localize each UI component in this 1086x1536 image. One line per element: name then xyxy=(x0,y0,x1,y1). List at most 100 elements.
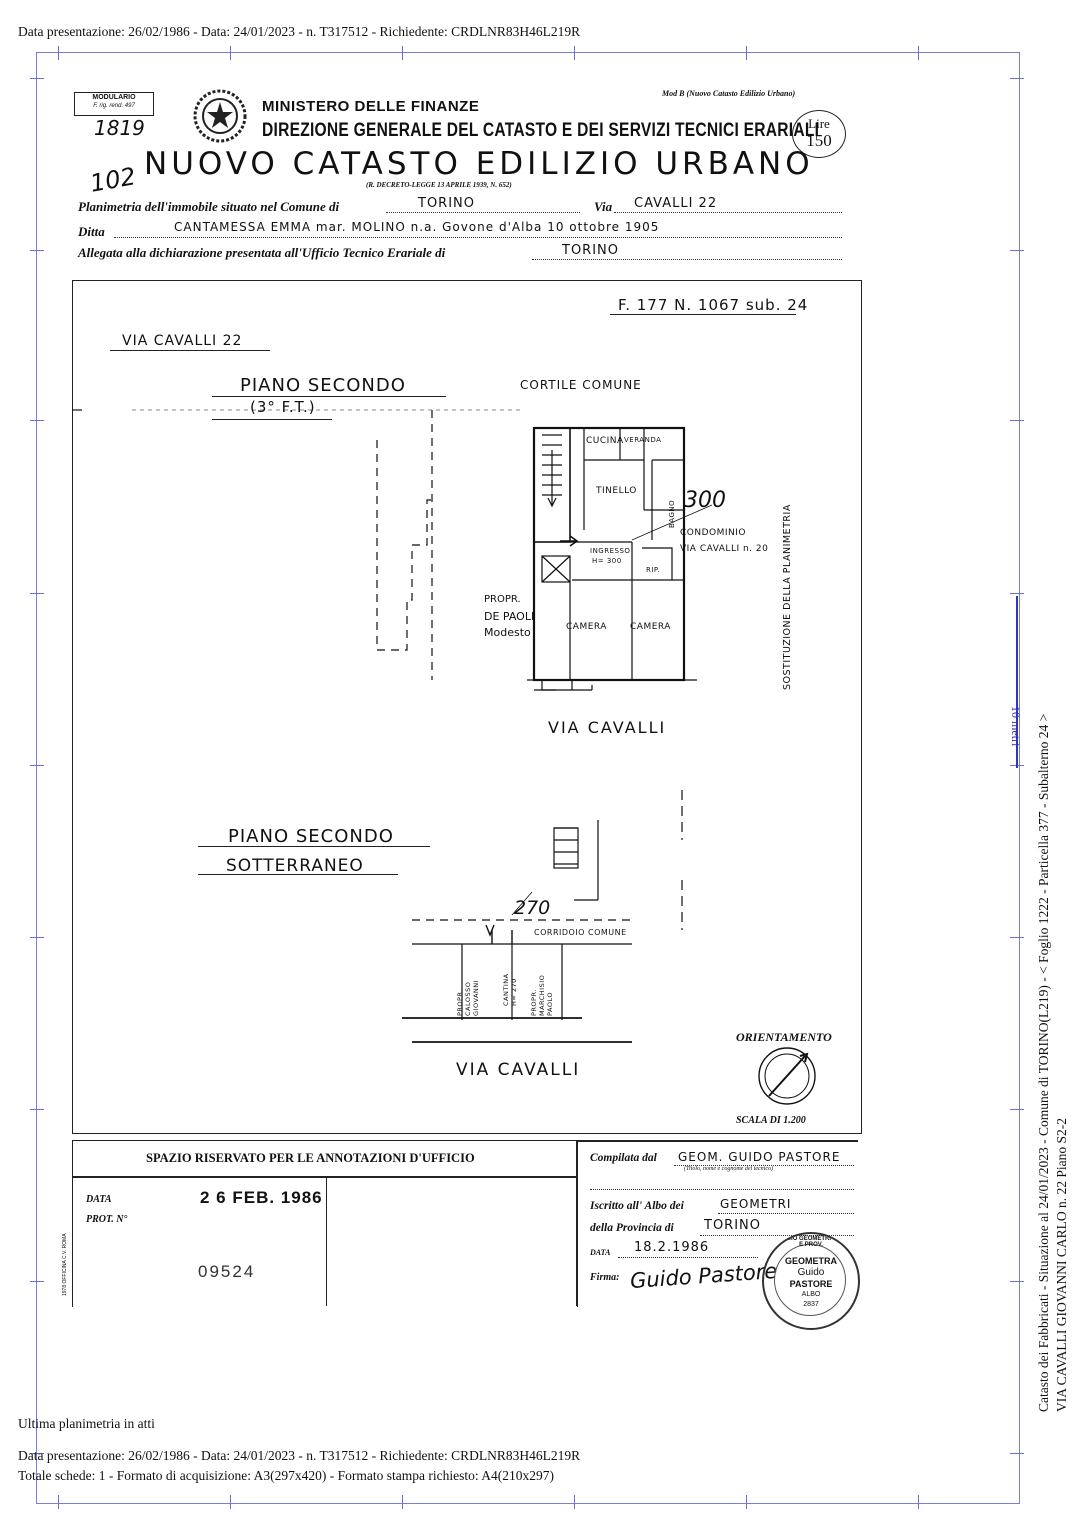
ministry-title: MINISTERO DELLE FINANZE xyxy=(262,98,480,115)
room-ingresso-height: H= 300 xyxy=(592,557,622,565)
ditta-label: Ditta xyxy=(78,224,105,239)
prot-value: 09524 xyxy=(198,1262,256,1281)
condominio-label: CONDOMINIO xyxy=(680,528,747,538)
compiler-date-value: 18.2.1986 xyxy=(634,1240,710,1255)
footer-line2: Totale schede: 1 - Formato di acquisizio… xyxy=(18,1468,554,1483)
compilata-extra-line xyxy=(590,1188,854,1190)
floor1-sub: (3° F.T.) xyxy=(250,398,316,416)
provincia-line xyxy=(700,1234,854,1236)
street-top-underline xyxy=(110,350,270,351)
ditta-value: CANTAMESSA EMMA mar. MOLINO n.a. Govone … xyxy=(174,220,660,234)
cellar-right: PROPR. MARCHISIO PAOLO xyxy=(530,974,554,1016)
stamp-line-1: GEOMETRA xyxy=(784,1256,837,1266)
room-bagno: BAGNO xyxy=(668,499,676,528)
geometra-stamp: COLLEGIO GEOMETRI TORINO E PROV. GEOMETR… xyxy=(762,1232,860,1330)
ufficio-value: TORINO xyxy=(562,243,619,258)
mod-label: Mod B (Nuovo Catasto Edilizio Urbano) xyxy=(662,89,796,98)
annotation-date-label: DATA xyxy=(86,1194,112,1205)
floor2-sub-underline xyxy=(198,874,398,875)
iscritto-line xyxy=(718,1212,854,1214)
floor2-underline xyxy=(198,846,430,847)
printer-mark: 1978 OFFICINA C.V. ROMA xyxy=(62,1233,68,1296)
height-270: 270 xyxy=(514,897,551,919)
cellar-middle: CANTINA H= 270 xyxy=(502,973,518,1006)
cortile-label: CORTILE COMUNE xyxy=(520,378,642,392)
decree: (R. DECRETO-LEGGE 13 APRILE 1939, N. 652… xyxy=(366,181,512,189)
annotations-divider xyxy=(326,1176,327,1306)
modulario-box: MODULARIO F. rig. rend. 497 xyxy=(74,92,154,116)
sostituzione-label: SOSTITUZIONE DELLA PLANIMETRIA xyxy=(782,504,793,690)
propr-line1: PROPR. xyxy=(484,594,521,605)
annotations-header-rule xyxy=(72,1176,578,1178)
stamp-line-2: Guido xyxy=(797,1267,825,1278)
crop-frame xyxy=(36,52,1020,1504)
compiler-date-label: DATA xyxy=(590,1248,611,1257)
compiler-left-rule xyxy=(576,1140,578,1306)
room-rip: RIP. xyxy=(646,566,661,574)
compilata-label: Compilata dal xyxy=(590,1152,657,1164)
annotation-date-value: 2 6 FEB. 1986 xyxy=(200,1188,323,1207)
compilata-line xyxy=(674,1164,854,1166)
price-value: 150 xyxy=(806,131,832,150)
stamp-line-3: PASTORE xyxy=(789,1279,833,1289)
main-title: NUOVO CATASTO EDILIZIO URBANO xyxy=(144,146,814,182)
footer-ultima: Ultima planimetria in atti xyxy=(18,1416,155,1431)
price-circle: Lire 150 xyxy=(792,110,846,158)
planimetria-label: Planimetria dell'immobile situato nel Co… xyxy=(78,199,340,214)
provincia-label: della Provincia di xyxy=(590,1222,674,1234)
comune-line xyxy=(386,211,580,213)
modulario-sub: F. rig. rend. 497 xyxy=(93,103,135,109)
stamp-line-5: 2837 xyxy=(803,1301,819,1308)
room-camera-1: CAMERA xyxy=(566,622,607,632)
price-label: Lire xyxy=(808,116,830,131)
street-bottom: VIA CAVALLI xyxy=(456,1060,581,1080)
plan-reference: F. 177 N. 1067 sub. 24 xyxy=(618,296,809,314)
plan-reference-underline xyxy=(610,314,796,315)
corridoio-label: CORRIDOIO COMUNE xyxy=(534,928,627,937)
room-camera-2: CAMERA xyxy=(630,622,671,632)
propr-line3: Modesto xyxy=(484,626,531,639)
via-line xyxy=(614,211,842,213)
room-veranda: VERANDA xyxy=(624,436,662,444)
propr-line2: DE PAOLI xyxy=(484,610,535,623)
iscritto-value: GEOMETRI xyxy=(720,1197,792,1211)
street-top: VIA CAVALLI 22 xyxy=(122,333,243,349)
scale-bar-label: 10 metri xyxy=(1009,706,1023,747)
republic-emblem-icon xyxy=(193,89,247,143)
cellar-left: PROPR. CALOSSO GIOVANNI xyxy=(456,979,480,1016)
handwritten-number: 1819 xyxy=(94,116,145,140)
stamp-outer: COLLEGIO GEOMETRI TORINO E PROV. xyxy=(766,1236,856,1248)
condominio-address: VIA CAVALLI n. 20 xyxy=(680,544,769,554)
reserved-title: SPAZIO RISERVATO PER LE ANNOTAZIONI D'UF… xyxy=(146,1151,475,1165)
room-tinello: TINELLO xyxy=(596,486,637,496)
side-note-line2: VIA CAVALLI GIOVANNI CARLO n. 22 Piano S… xyxy=(1054,1117,1069,1412)
room-cucina: CUCINA xyxy=(586,436,624,446)
iscritto-label: Iscritto all' Albo dei xyxy=(590,1200,684,1212)
height-300: 300 xyxy=(684,488,726,513)
street-middle: VIA CAVALLI xyxy=(548,718,667,737)
provincia-value: TORINO xyxy=(704,1218,761,1233)
floor-plan-drawing xyxy=(72,409,816,1105)
floor2-sub: SOTTERRANEO xyxy=(226,856,364,876)
modulario-label: MODULARIO xyxy=(92,94,136,101)
side-note-line1: Catasto dei Fabbricati - Situazione al 2… xyxy=(1036,713,1051,1412)
orientamento-label: ORIENTAMENTO xyxy=(736,1030,832,1044)
compilata-value: GEOM. GUIDO PASTORE xyxy=(678,1150,841,1164)
allegata-label: Allegata alla dichiarazione presentata a… xyxy=(78,245,446,260)
ditta-line xyxy=(114,236,842,238)
compiler-date-line xyxy=(618,1256,758,1258)
scale-bar xyxy=(1016,596,1018,768)
stamp-line-4: ALBO xyxy=(801,1291,821,1298)
compilata-hint: (Titolo, nome e cognome del tecnico) xyxy=(684,1166,773,1172)
firma-label: Firma: xyxy=(590,1272,620,1283)
room-ingresso: INGRESSO xyxy=(590,547,631,555)
annotations-box xyxy=(72,1140,578,1307)
scale-label: SCALA DI 1.200 xyxy=(736,1115,806,1126)
compiler-top-rule xyxy=(578,1140,858,1142)
footer-line1: Data presentazione: 26/02/1986 - Data: 2… xyxy=(18,1448,581,1463)
direction-title: DIREZIONE GENERALE DEL CATASTO E DEI SER… xyxy=(262,120,820,141)
comune-value: TORINO xyxy=(418,196,475,211)
prot-label: PROT. N° xyxy=(86,1214,128,1225)
floor1-underline xyxy=(212,396,446,397)
via-value: CAVALLI 22 xyxy=(634,196,718,211)
